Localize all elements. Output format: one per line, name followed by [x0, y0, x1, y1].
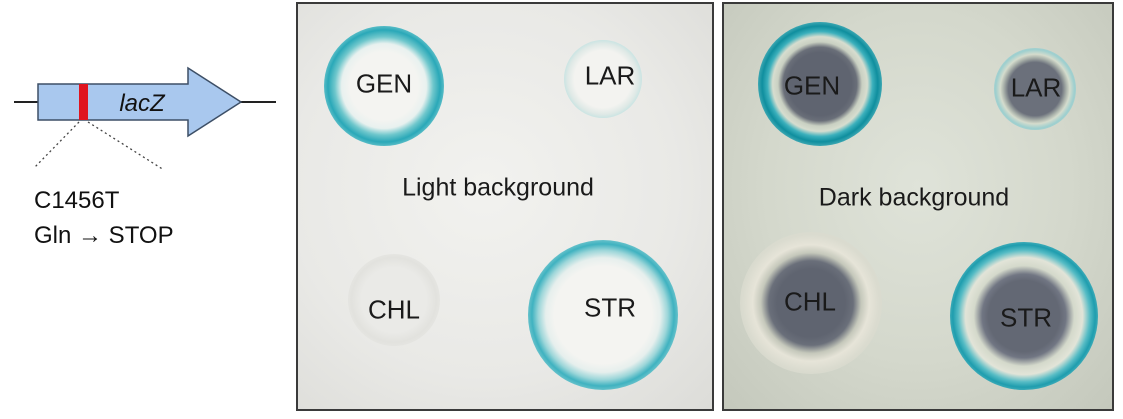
- chl-disc: [740, 232, 882, 374]
- consequence-label: Gln → STOP: [34, 222, 174, 249]
- lar-label: LAR: [1010, 72, 1062, 103]
- chl-label: CHL: [783, 286, 837, 317]
- lacz-gene-schematic: lacZ C1456T Gln → STOP: [14, 66, 276, 249]
- lar-disc: [564, 40, 642, 118]
- plate-dark-background: GEN LAR Dark background CHL STR: [722, 2, 1114, 411]
- str-disc: [528, 240, 678, 390]
- str-label: STR: [584, 292, 636, 323]
- gen-label: GEN: [355, 68, 413, 99]
- chl-label: CHL: [367, 294, 421, 325]
- lacz-gene-arrow: [37, 66, 243, 138]
- mutation-site-marker: [79, 84, 88, 120]
- lar-disc: [994, 48, 1076, 130]
- plate-light-background: GEN LAR Light background CHL STR: [296, 2, 714, 411]
- zoom-line-right: [87, 121, 165, 171]
- str-label: STR: [1000, 302, 1052, 333]
- str-disc: [950, 242, 1098, 390]
- light-background-label: Light background: [402, 173, 594, 202]
- zoom-line-left: [33, 121, 80, 169]
- chl-disc: [348, 254, 440, 346]
- gen-label: GEN: [783, 70, 841, 101]
- dark-background-label: Dark background: [818, 183, 1010, 212]
- lar-label: LAR: [584, 60, 636, 91]
- gen-disc: [758, 22, 882, 146]
- mutation-label: C1456T: [34, 187, 120, 214]
- gen-disc: [324, 26, 444, 146]
- gene-label: lacZ: [119, 90, 166, 117]
